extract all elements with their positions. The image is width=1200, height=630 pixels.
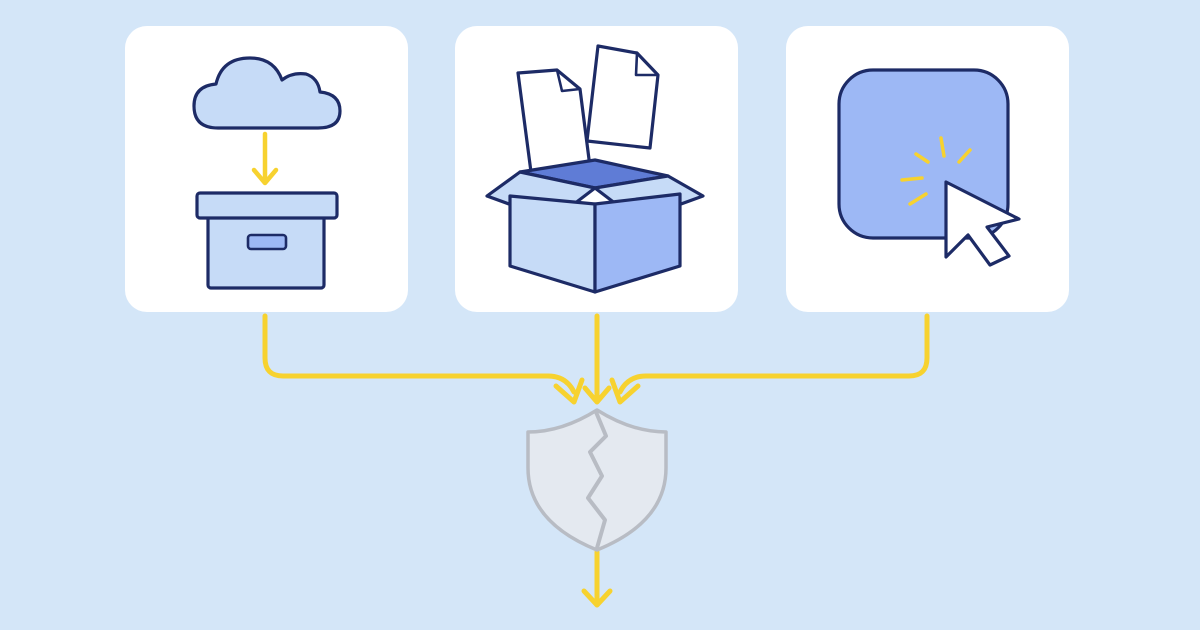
connector-right <box>617 313 930 395</box>
card-cloud-to-archive <box>125 26 408 312</box>
arrowhead-center <box>582 385 612 405</box>
shield-body <box>526 408 668 552</box>
download-arrow-head <box>251 167 279 186</box>
cracked-shield-icon <box>526 408 668 552</box>
document-left <box>516 68 592 174</box>
card-click-button <box>786 26 1069 312</box>
cloud-download-to-archive-box-icon <box>192 56 342 290</box>
arrowhead-output <box>581 588 613 608</box>
archive-box-handle <box>246 233 288 251</box>
button-click-cursor-icon <box>837 68 1021 267</box>
open-box-with-documents-icon <box>485 44 705 294</box>
cloud-icon <box>192 56 342 130</box>
arrowhead-left <box>553 377 585 405</box>
box-side-right <box>593 192 682 294</box>
archive-box-body <box>206 214 326 290</box>
arrowhead-right <box>609 377 641 405</box>
document-right-fold <box>634 51 660 77</box>
document-right <box>585 44 660 150</box>
cursor-arrow-icon <box>944 180 1021 267</box>
click-burst-icon <box>900 136 972 206</box>
connector-left <box>262 313 577 395</box>
archive-box-lid <box>195 191 339 220</box>
card-open-box-documents <box>455 26 738 312</box>
shield-crack <box>586 410 608 550</box>
connectors <box>262 313 930 608</box>
document-left-fold <box>555 68 582 93</box>
